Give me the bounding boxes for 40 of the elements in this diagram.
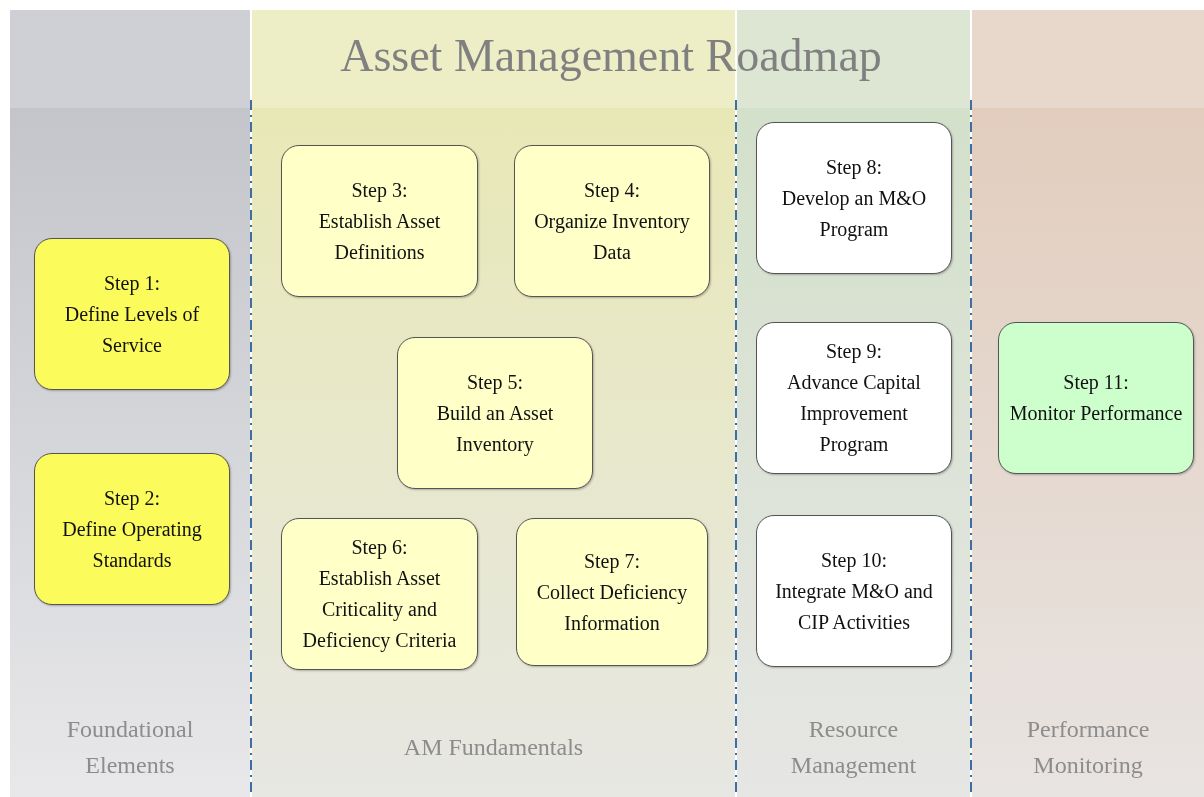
column-label: Foundational Elements bbox=[65, 715, 195, 780]
step-description: Establish Asset Criticality and Deficiency Criteria bbox=[301, 566, 458, 654]
step-description: Establish Asset Definitions bbox=[317, 208, 442, 265]
step-description: Organize Inventory Data bbox=[533, 208, 691, 265]
step-description: Advance Capital Improvement Program bbox=[786, 370, 922, 458]
step-box bbox=[281, 145, 478, 297]
step-number: Step 7: bbox=[583, 548, 641, 575]
step-box bbox=[756, 322, 952, 474]
step-description: Define Levels of Service bbox=[63, 301, 201, 358]
column-label: AM Fundamentals bbox=[403, 733, 584, 762]
step-number: Step 1: bbox=[103, 270, 161, 297]
step-box bbox=[756, 122, 952, 274]
step-description: Define Operating Standards bbox=[61, 516, 203, 573]
column-label: Resource Management bbox=[789, 715, 918, 780]
column-band bbox=[972, 10, 1204, 797]
column-band bbox=[10, 10, 250, 797]
step-box bbox=[516, 518, 708, 666]
step-box bbox=[281, 518, 478, 670]
step-number: Step 10: bbox=[820, 547, 888, 574]
step-description: Monitor Performance bbox=[1009, 401, 1183, 426]
step-box bbox=[34, 238, 230, 390]
column-label: Performance Monitoring bbox=[1025, 715, 1151, 780]
step-number: Step 3: bbox=[351, 177, 408, 204]
step-description: Build an Asset Inventory bbox=[435, 400, 555, 458]
step-description: Integrate M&O and CIP Activities bbox=[774, 578, 934, 635]
step-number: Step 5: bbox=[466, 369, 524, 396]
step-box bbox=[514, 145, 710, 297]
step-box bbox=[34, 453, 230, 605]
step-box bbox=[756, 515, 952, 667]
step-description: Collect Deficiency Information bbox=[535, 579, 689, 636]
step-box bbox=[397, 337, 593, 489]
step-number: Step 11: bbox=[1063, 370, 1129, 396]
step-number: Step 9: bbox=[825, 339, 883, 365]
step-number: Step 4: bbox=[583, 177, 641, 204]
step-number: Step 2: bbox=[103, 485, 161, 512]
step-description: Develop an M&O Program bbox=[780, 185, 928, 243]
diagram-title: Asset Management Roadmap bbox=[340, 30, 882, 81]
step-number: Step 6: bbox=[351, 535, 408, 561]
step-number: Step 8: bbox=[825, 154, 883, 181]
step-box bbox=[998, 322, 1194, 474]
